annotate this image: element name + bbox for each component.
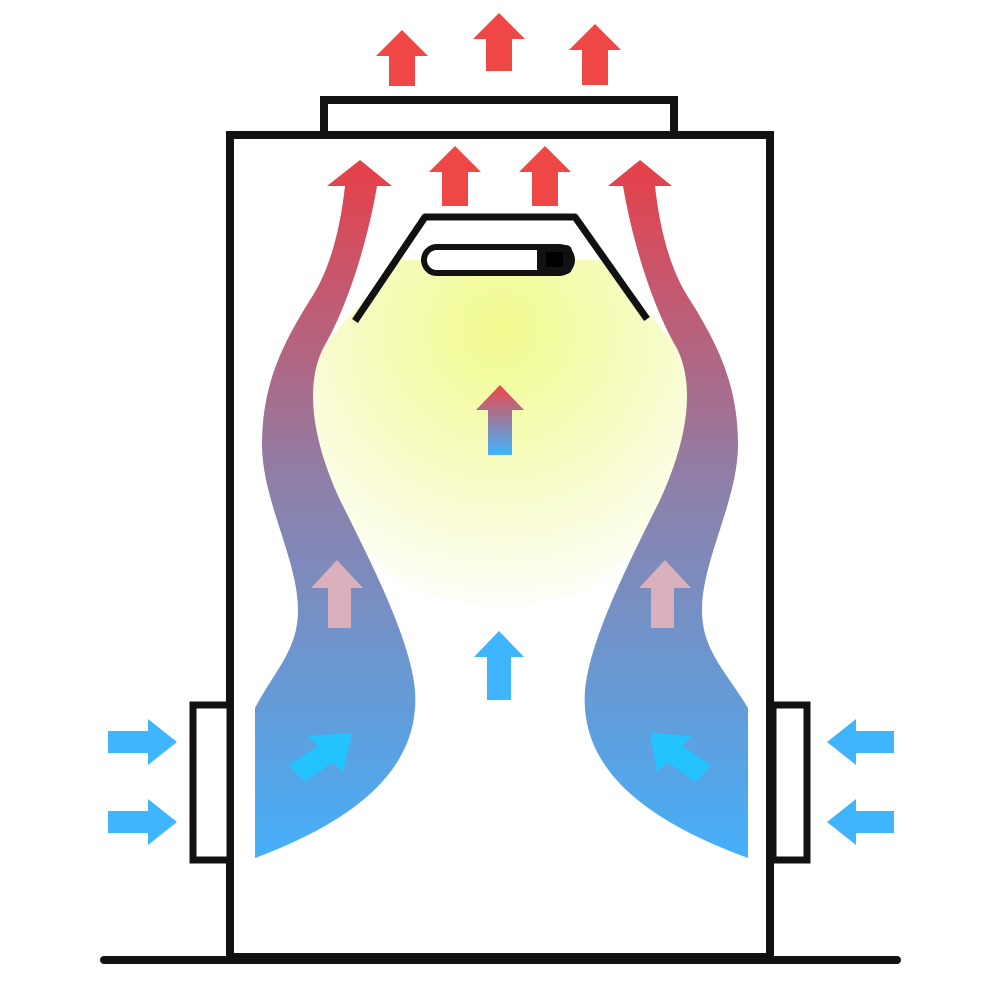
arrow-up-icon — [476, 385, 524, 455]
heater-element-cap — [546, 252, 563, 267]
arrow-horizontal-icon — [827, 719, 894, 765]
arrow-diagonal-icon — [650, 733, 711, 782]
arrow-up-icon — [569, 24, 621, 85]
arrow-diagonal-icon — [289, 733, 352, 782]
arrow-horizontal-icon — [108, 719, 177, 765]
arrow-up-icon — [474, 631, 524, 700]
outlet-arrows-internal — [429, 146, 571, 206]
reflector-hood — [352, 213, 650, 323]
arrow-up-icon — [519, 146, 571, 206]
outlet-arrows-external — [376, 13, 621, 86]
right-inlet-panel — [769, 701, 811, 864]
arrow-up-icon — [311, 560, 363, 628]
arrow-up-icon — [429, 146, 481, 206]
arrow-horizontal-icon — [108, 799, 177, 845]
left-inlet-panel — [189, 701, 234, 864]
arrow-up-icon — [473, 13, 525, 71]
arrow-up-icon — [376, 30, 428, 86]
arrow-horizontal-icon — [827, 799, 894, 845]
left-inlet-arrows — [108, 719, 177, 845]
arrow-up-icon — [639, 560, 691, 628]
right-inlet-arrows — [827, 719, 894, 845]
right-air-plume — [584, 160, 748, 858]
left-air-plume — [255, 160, 416, 858]
top-outlet-grille — [320, 96, 678, 139]
